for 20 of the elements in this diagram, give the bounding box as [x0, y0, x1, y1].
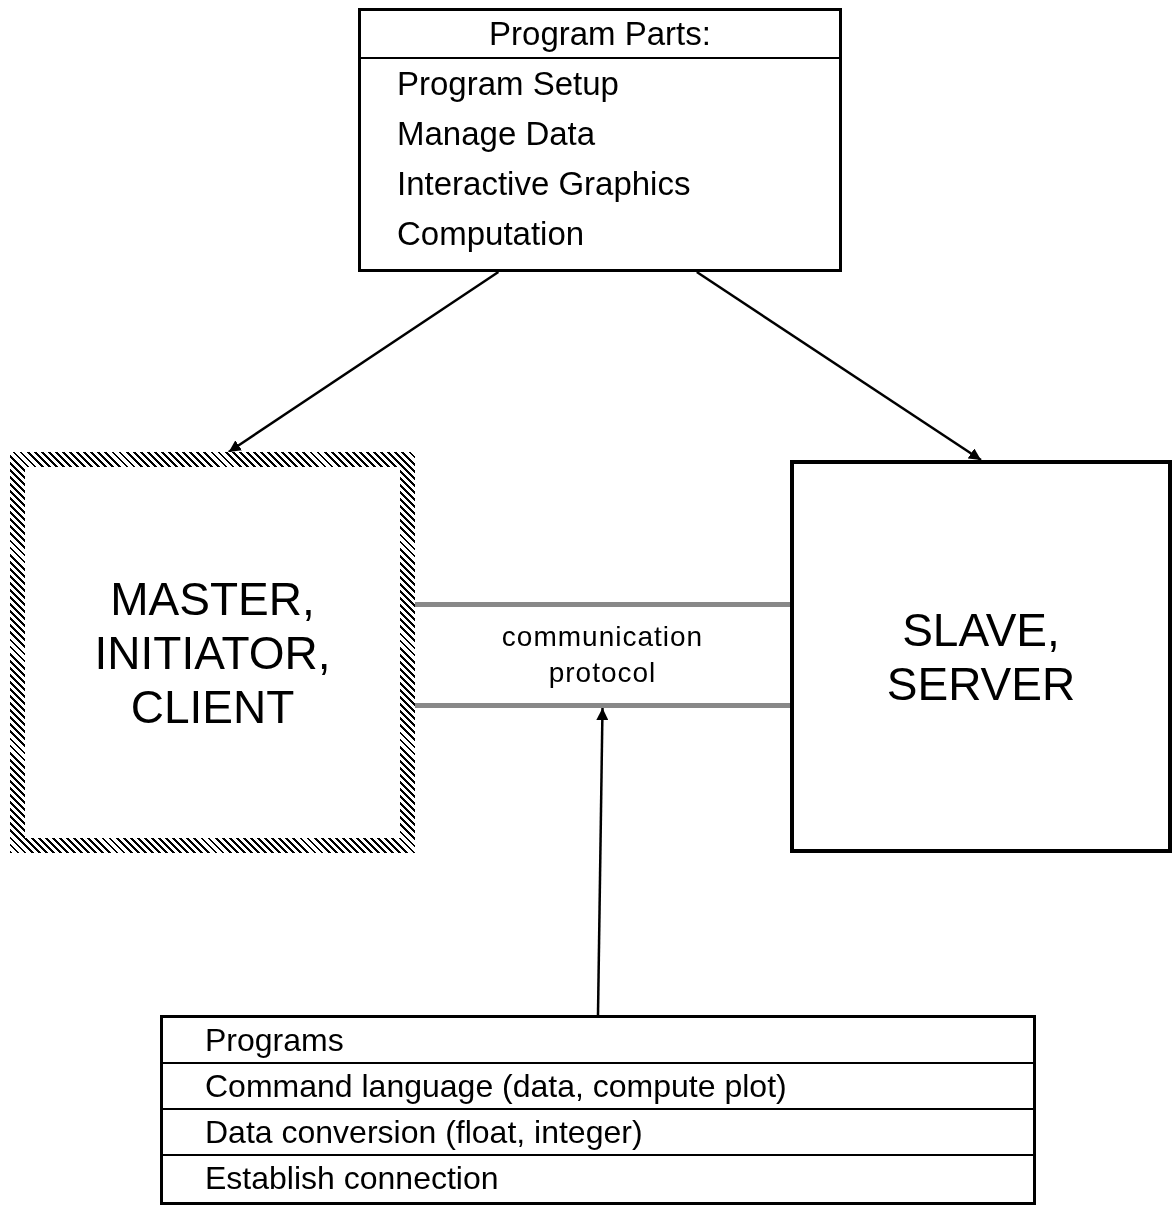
table-row: Data conversion (float, integer) [163, 1108, 1033, 1154]
box-label: SLAVE, SERVER [885, 602, 1077, 711]
list-heading: Program Parts: [361, 11, 839, 59]
arrow [696, 270, 982, 462]
table-row-text: Programs [204, 1021, 345, 1060]
table-row: Establish connection [163, 1154, 1033, 1200]
protocol-band [415, 602, 790, 708]
band-label: communication protocol [500, 620, 705, 690]
process-box [790, 460, 1172, 853]
box-label: MASTER, INITIATOR, CLIENT [93, 571, 332, 734]
table-box [160, 1015, 1036, 1205]
arrow [596, 708, 609, 1015]
list-item: Interactive Graphics [396, 164, 692, 204]
table-row: Command language (data, compute plot) [163, 1062, 1033, 1108]
hatched-box [10, 452, 415, 853]
list-item: Manage Data [396, 114, 597, 154]
list-item: Program Setup [396, 64, 620, 104]
list-item: Computation [396, 214, 586, 254]
list-box [358, 8, 842, 272]
arrow [228, 270, 500, 454]
